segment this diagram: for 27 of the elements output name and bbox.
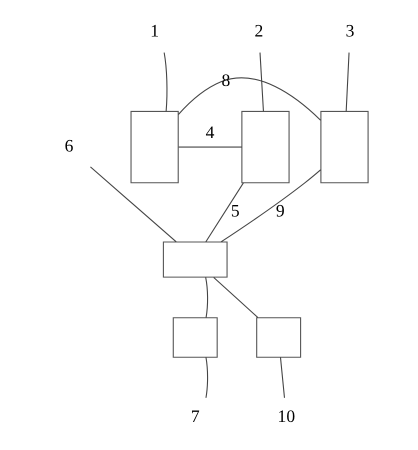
node-text: 3 [345, 20, 354, 41]
node-box [240, 110, 290, 184]
connector [163, 52, 168, 112]
connector [220, 169, 320, 242]
node-text: 7 [190, 406, 200, 426]
edge-label: 5 [230, 200, 240, 221]
connector [204, 357, 208, 398]
edge-label: 9 [275, 200, 284, 221]
node-text: 2 [254, 20, 263, 41]
connector [279, 357, 285, 398]
node-box [256, 317, 301, 358]
connector [345, 52, 350, 112]
node-text: 1 [150, 20, 159, 41]
connector [258, 52, 264, 112]
node-box [172, 317, 218, 358]
connector [90, 166, 176, 242]
node-text: 10 [277, 406, 295, 426]
node-box [162, 241, 228, 278]
connector [178, 146, 242, 148]
edge-label: 4 [205, 122, 214, 142]
connector [204, 182, 244, 242]
node-box [320, 110, 368, 184]
node-text: 6 [64, 135, 73, 156]
connector [204, 277, 208, 318]
node-box [130, 110, 178, 184]
connector [212, 277, 258, 318]
connector [178, 77, 320, 121]
